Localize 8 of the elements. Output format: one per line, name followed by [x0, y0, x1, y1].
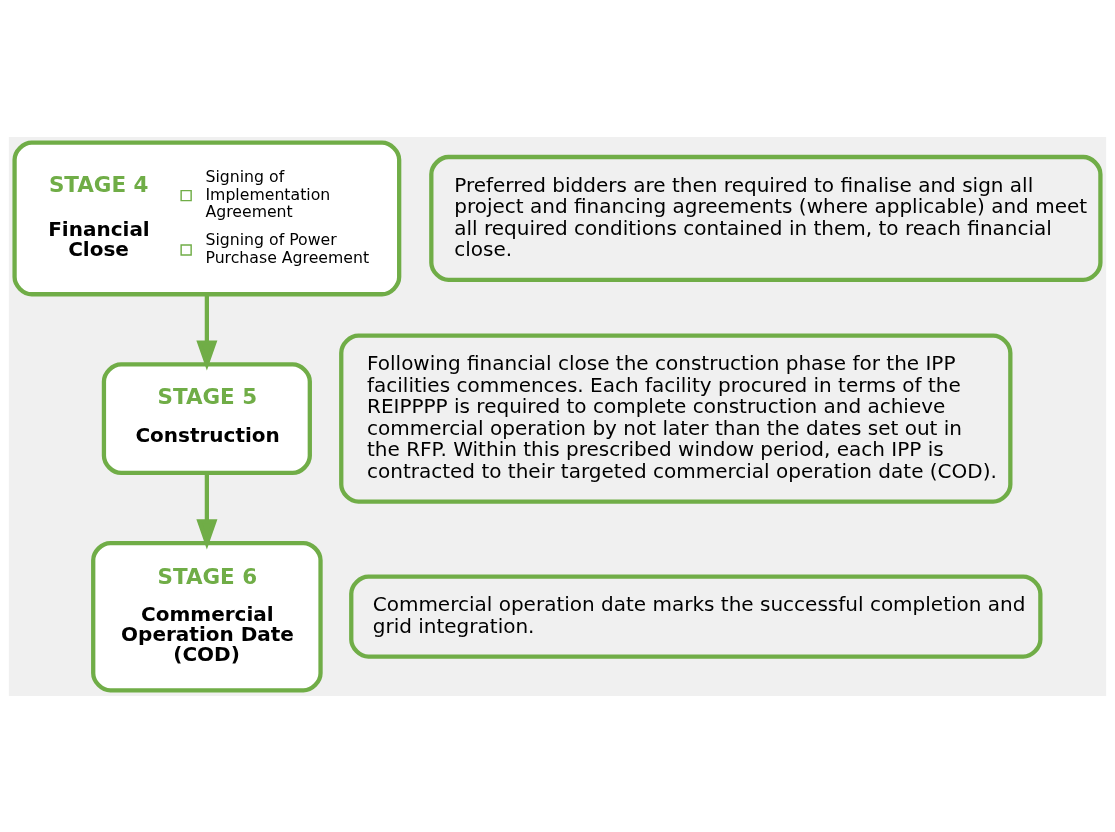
node-box: Following financial close the construction phase for the IPP facilities commences. Each facility procured in terms of the REIPPPP is required to complete construction and achieve commercial operation by not later than the dates set out in the RFP. Within this prescribed window period, each IPP is contracted to their targeted commercial operation date (COD).	[339, 333, 1013, 504]
arrow	[196, 294, 218, 371]
node-box: Preferred bidders are then required to finalise and sign all project and financing agreements (where applicable) and meet all required conditions contained in them, to reach financial close.	[429, 154, 1103, 282]
node-box: STAGE 4 Financial Close Signing of Implementation Agreement Signing of Power Purchase Agreement	[12, 140, 402, 296]
arrow	[196, 472, 218, 549]
node-box: STAGE 6 Commercial Operation Date (COD)	[91, 540, 323, 692]
node-box: Commercial operation date marks the successful completion and grid integration.	[349, 573, 1043, 659]
node-box: STAGE 5 Construction	[101, 361, 312, 475]
